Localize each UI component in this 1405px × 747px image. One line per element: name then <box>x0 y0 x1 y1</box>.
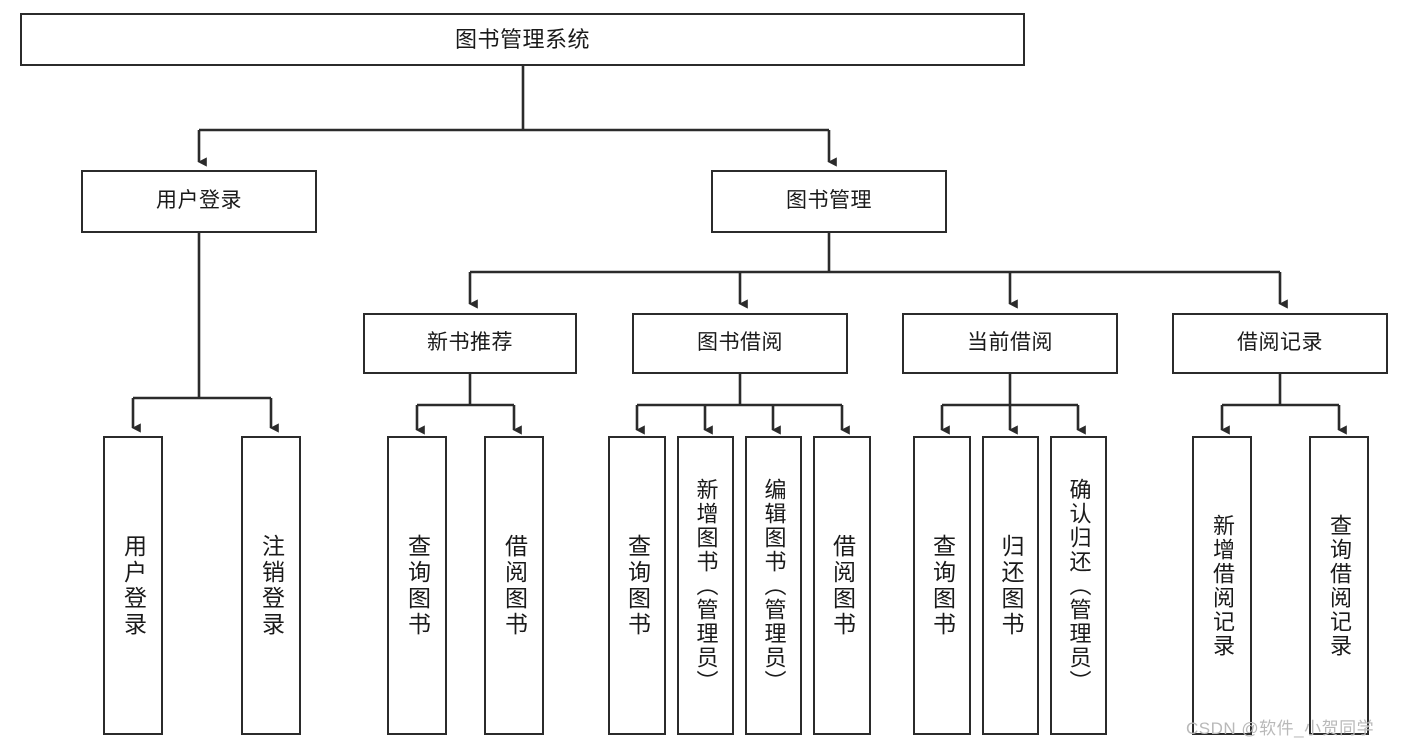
leaf-recommend-query-book[interactable]: 查询图书 <box>387 436 447 735</box>
leaf-borrow-borrow-book[interactable]: 借阅图书 <box>813 436 871 735</box>
leaf-current-query-book[interactable]: 查询图书 <box>913 436 971 735</box>
leaf-user-login-signin[interactable]: 用户登录 <box>103 436 163 735</box>
node-label: 新增借阅记录 <box>1210 513 1235 658</box>
node-label: 当前借阅 <box>967 331 1053 355</box>
leaf-borrow-query-book[interactable]: 查询图书 <box>608 436 666 735</box>
node-label: 查询借阅记录 <box>1327 513 1352 658</box>
node-label: 借阅图书 <box>829 533 856 638</box>
leaf-current-confirm-return-admin[interactable]: 确认归还（管理员） <box>1050 436 1107 735</box>
node-label: 用户登录 <box>120 533 147 638</box>
node-label: 归还图书 <box>998 533 1024 638</box>
node-book-borrow[interactable]: 图书借阅 <box>632 313 848 374</box>
leaf-records-query-record[interactable]: 查询借阅记录 <box>1309 436 1369 735</box>
node-current-borrow[interactable]: 当前借阅 <box>902 313 1118 374</box>
node-label: 注销登录 <box>258 533 285 638</box>
node-label: 确认归还（管理员） <box>1066 477 1092 694</box>
leaf-current-return-book[interactable]: 归还图书 <box>982 436 1039 735</box>
node-label: 新增图书（管理员） <box>693 477 719 694</box>
node-user-login[interactable]: 用户登录 <box>81 170 317 233</box>
node-borrow-records[interactable]: 借阅记录 <box>1172 313 1388 374</box>
node-label: 查询图书 <box>624 533 651 638</box>
node-book-management[interactable]: 图书管理 <box>711 170 947 233</box>
node-label: 查询图书 <box>404 533 431 638</box>
node-label: 借阅记录 <box>1237 331 1323 355</box>
node-root-system[interactable]: 图书管理系统 <box>20 13 1025 66</box>
csdn-watermark: CSDN @软件_小贺同学 <box>1186 719 1375 738</box>
node-new-book-recommend[interactable]: 新书推荐 <box>363 313 577 374</box>
node-label: 借阅图书 <box>501 533 528 638</box>
leaf-records-add-record[interactable]: 新增借阅记录 <box>1192 436 1252 735</box>
leaf-recommend-borrow-book[interactable]: 借阅图书 <box>484 436 544 735</box>
node-label: 图书借阅 <box>697 331 783 355</box>
leaf-borrow-edit-book-admin[interactable]: 编辑图书（管理员） <box>745 436 802 735</box>
leaf-user-login-signout[interactable]: 注销登录 <box>241 436 301 735</box>
node-label: 新书推荐 <box>427 331 513 355</box>
node-label: 图书管理 <box>786 189 872 213</box>
node-label: 编辑图书（管理员） <box>761 477 787 694</box>
leaf-borrow-add-book-admin[interactable]: 新增图书（管理员） <box>677 436 734 735</box>
node-label: 图书管理系统 <box>454 26 590 52</box>
node-label: 用户登录 <box>156 189 242 213</box>
node-label: 查询图书 <box>929 533 956 638</box>
